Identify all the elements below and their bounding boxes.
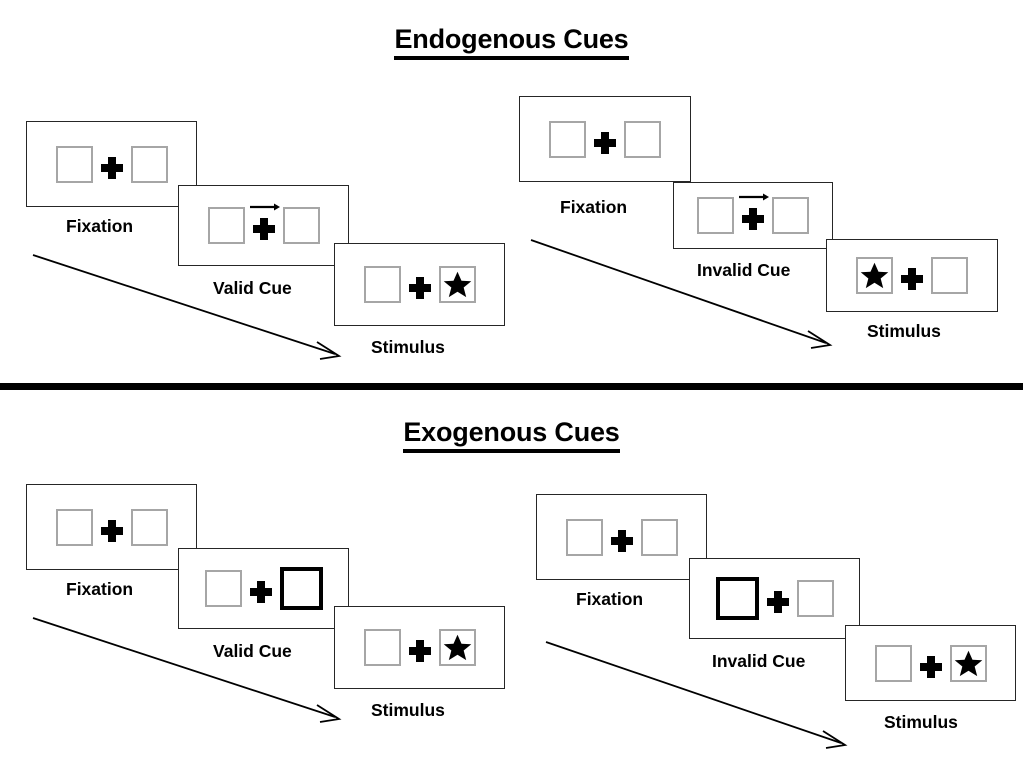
step-label-stimulus: Stimulus [371,700,445,720]
plus-icon [586,121,624,158]
plus-horizontal-bar [919,662,942,671]
box-left [207,207,245,244]
plus-horizontal-bar [249,588,272,596]
panel-endogenous-invalid-stimulus [826,239,998,312]
box-right [282,207,320,244]
box-right [772,197,809,234]
box-left [55,508,93,546]
step-label-fixation: Fixation [576,589,644,609]
step-label-fixation: Fixation [560,197,628,217]
panel-exogenous-invalid-cue [689,558,860,639]
box-left [549,120,586,158]
arrow-right-icon [739,193,769,201]
plus-horizontal-bar [742,215,764,223]
panel-exogenous-invalid-fixation [536,494,707,580]
panel-content [565,518,678,556]
box-right-cued [279,567,323,610]
star-icon [954,650,982,676]
section-title-exogenous: Exogenous Cues [0,417,1023,453]
panel-content [204,567,323,610]
panel-content [55,508,168,546]
box-left [55,145,93,183]
panel-content [55,145,168,183]
plus-icon [603,519,641,556]
section-divider [0,383,1023,390]
step-label-invalid-cue: Invalid Cue [712,651,806,671]
panel-content [697,193,809,234]
plus-icon [893,257,931,294]
box-left [874,644,912,682]
arrow-right-icon [249,203,280,211]
plus-icon [93,509,131,546]
panel-content [549,120,661,158]
step-label-fixation: Fixation [66,216,134,236]
panel-exogenous-invalid-stimulus [845,625,1016,701]
flow-arrow-exogenous-invalid [545,641,848,749]
panel-content [363,629,476,666]
flow-arrow-exogenous-valid [32,617,342,723]
plus-horizontal-bar [901,275,923,283]
panel-exogenous-valid-stimulus [334,606,505,689]
plus-icon [401,629,439,666]
plus-horizontal-bar [766,598,789,606]
box-left [565,518,603,556]
section-title-exogenous-text: Exogenous Cues [403,417,620,453]
flow-arrow-endogenous-invalid [530,239,833,349]
box-left [363,266,401,303]
step-label-valid-cue: Valid Cue [213,278,292,298]
panel-content [363,266,476,303]
panel-endogenous-invalid-fixation [519,96,691,182]
plus-horizontal-bar [252,225,275,233]
panel-content [207,203,320,244]
plus-icon [734,193,772,234]
box-right [130,508,168,546]
box-left [204,570,242,607]
step-label-stimulus: Stimulus [371,337,445,357]
box-right [130,145,168,183]
panel-endogenous-valid-stimulus [334,243,505,326]
star-icon [443,271,471,298]
plus-horizontal-bar [408,647,431,655]
panel-exogenous-valid-fixation [26,484,197,570]
panel-content [715,577,834,620]
star-icon [860,262,889,289]
step-label-valid-cue: Valid Cue [213,641,292,661]
plus-icon [245,203,283,244]
panel-content [856,257,968,294]
plus-horizontal-bar [100,526,123,535]
box-left-cued [715,577,759,620]
plus-icon [401,266,439,303]
plus-icon [759,580,797,617]
panel-endogenous-valid-fixation [26,121,197,207]
plus-horizontal-bar [408,284,431,292]
step-label-stimulus: Stimulus [867,321,941,341]
step-label-stimulus: Stimulus [884,712,958,732]
section-title-endogenous: Endogenous Cues [0,24,1023,60]
flow-arrow-endogenous-valid [32,254,342,360]
section-title-endogenous-text: Endogenous Cues [394,24,629,60]
panel-exogenous-valid-cue [178,548,349,629]
box-right [796,580,834,617]
box-left [363,629,401,666]
box-right-target [949,644,987,682]
plus-horizontal-bar [594,138,616,147]
box-right-target [438,266,476,303]
box-right [624,120,661,158]
box-right-target [438,629,476,666]
panel-endogenous-valid-cue [178,185,349,266]
box-left [697,197,734,234]
plus-horizontal-bar [610,536,633,545]
panel-endogenous-invalid-cue [673,182,833,249]
star-icon [443,634,471,661]
box-right [640,518,678,556]
plus-icon [242,570,280,607]
panel-content [874,644,987,682]
plus-icon [93,146,131,183]
plus-horizontal-bar [100,163,123,172]
box-left-target [856,257,893,294]
step-label-fixation: Fixation [66,579,134,599]
step-label-invalid-cue: Invalid Cue [697,260,791,280]
plus-icon [912,645,950,682]
box-right [931,257,968,294]
